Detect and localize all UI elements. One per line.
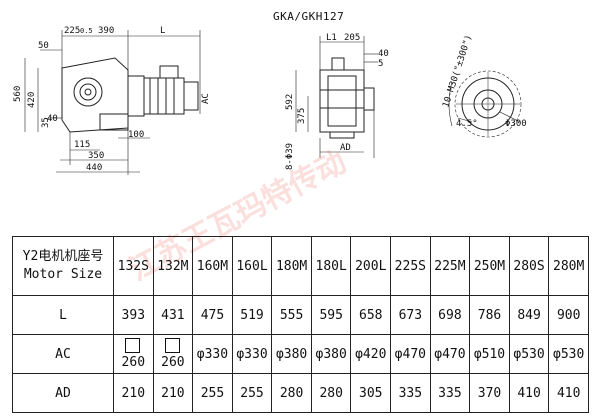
table-cell: φ530: [508, 334, 550, 374]
row-label: L: [12, 295, 114, 335]
technical-drawing: 225 0.5 390 L 50 560 420 35 40 115 100 3…: [13, 10, 527, 175]
table-cell: 475: [192, 295, 233, 335]
cell-value: 260: [161, 355, 185, 370]
dim-100: 100: [128, 130, 144, 140]
dim-l: L: [160, 26, 165, 36]
dim-35: 35: [41, 117, 51, 128]
motor-size-table: Y2电机机座号 Motor Size 132S 132M 160M 160L 1…: [12, 236, 589, 413]
table-cell: 210: [113, 373, 154, 413]
dim-ad: AD: [340, 143, 351, 153]
table-cell: 431: [152, 295, 194, 335]
dim-225: 225: [64, 26, 80, 36]
table-cell: φ510: [469, 334, 510, 374]
dim-592: 592: [285, 94, 295, 110]
table-cell: φ470: [429, 334, 471, 374]
table-cell: 280: [271, 373, 312, 413]
dim-375: 375: [297, 108, 307, 124]
size-cell: 160M: [192, 236, 233, 296]
table-cell: φ530: [548, 334, 589, 374]
table-cell: φ380: [310, 334, 352, 374]
table-cell: 255: [192, 373, 233, 413]
size-cell: 180M: [271, 236, 312, 296]
size-cell: 250M: [469, 236, 510, 296]
table-cell: 900: [548, 295, 589, 335]
dim-205: 205: [344, 33, 360, 43]
table-cell: 260: [113, 334, 154, 374]
dim-40-right: 40: [378, 49, 389, 59]
size-cell: 160L: [231, 236, 273, 296]
table-cell: 658: [350, 295, 392, 335]
table-row: L 393 431 475 519 555 595 658 673 698 78…: [12, 295, 589, 335]
dim-390: 390: [98, 26, 114, 36]
side-view-housing: [319, 69, 365, 133]
dim-420: 420: [27, 92, 37, 108]
dim-440: 440: [86, 163, 102, 173]
table-cell: 410: [548, 373, 589, 413]
output-shaft-circle: [73, 77, 103, 107]
table-cell: 786: [469, 295, 510, 335]
table-cell: 673: [390, 295, 431, 335]
table-cell: 698: [429, 295, 471, 335]
table-cell: 255: [231, 373, 273, 413]
table-cell: 393: [113, 295, 154, 335]
size-cell: 132M: [152, 236, 194, 296]
table-header-label: Y2电机机座号 Motor Size: [12, 236, 114, 296]
dim-ac: AC: [201, 93, 211, 104]
table-cell: 335: [390, 373, 431, 413]
size-cell: 200L: [350, 236, 392, 296]
dim-8-phi39: 8-Φ39: [285, 143, 295, 170]
table-cell: 519: [231, 295, 273, 335]
size-cell: 180L: [310, 236, 352, 296]
size-cell: 225M: [429, 236, 471, 296]
table-cell: 280: [310, 373, 352, 413]
row-label: AD: [12, 373, 114, 413]
size-cell: 280S: [508, 236, 550, 296]
dim-115: 115: [74, 140, 90, 150]
square-symbol-icon: [125, 338, 141, 353]
table-cell: 555: [271, 295, 312, 335]
dim-5: 5: [378, 59, 383, 69]
flange-diameter-label: Φ300: [505, 119, 527, 129]
header-cn: Y2电机机座号: [22, 249, 104, 264]
dim-40: 40: [47, 114, 58, 124]
size-cell: 225S: [390, 236, 431, 296]
table-row: AD 210 210 255 255 280 280 305 335 335 3…: [12, 373, 589, 413]
motor-flange: [127, 75, 145, 117]
table-cell: 595: [310, 295, 352, 335]
dim-l1: L1: [326, 33, 337, 43]
table-cell: 849: [508, 295, 550, 335]
flange-angle-label: 4.5°: [456, 119, 478, 129]
table-header-row: Y2电机机座号 Motor Size 132S 132M 160M 160L 1…: [12, 236, 589, 296]
dim-0-5: 0.5: [80, 27, 93, 35]
table-cell: 210: [152, 373, 194, 413]
square-symbol-icon: [164, 338, 180, 353]
model-title: GKA/GKH127: [273, 10, 345, 23]
table-row: AC 260 260 φ330 φ330 φ380 φ380 φ420 φ470…: [12, 334, 589, 374]
flange-bolt-label: 10-M30("±300"): [441, 34, 474, 109]
header-en: Motor Size: [23, 267, 103, 282]
table-cell: φ380: [271, 334, 312, 374]
table-cell: 305: [350, 373, 392, 413]
row-label: AC: [12, 334, 114, 374]
dim-560: 560: [13, 86, 23, 102]
table-cell: φ470: [390, 334, 431, 374]
dim-50: 50: [38, 41, 49, 51]
table-cell: 410: [508, 373, 550, 413]
size-cell: 280M: [548, 236, 589, 296]
cell-value: 260: [121, 355, 146, 370]
size-cell: 132S: [113, 236, 154, 296]
table-cell: 335: [429, 373, 471, 413]
dim-350: 350: [88, 151, 104, 161]
table-cell: φ330: [192, 334, 233, 374]
table-cell: φ330: [231, 334, 273, 374]
drawing-svg: 225 0.5 390 L 50 560 420 35 40 115 100 3…: [13, 26, 527, 175]
table-cell: 260: [152, 334, 194, 374]
table-cell: φ420: [350, 334, 392, 374]
table-cell: 370: [469, 373, 510, 413]
